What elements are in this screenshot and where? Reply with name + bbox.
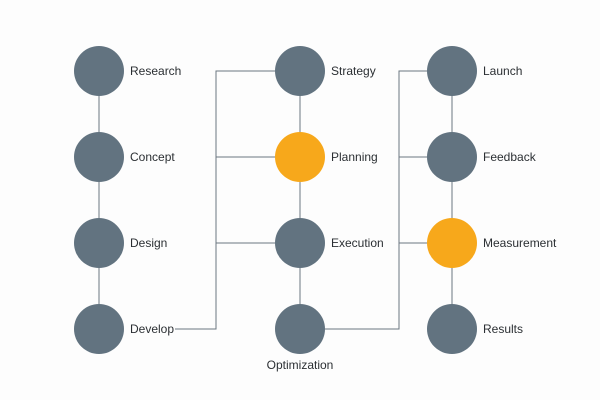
- node-strategy: [275, 46, 325, 96]
- connector-optimization-bus: [300, 70, 452, 330]
- node-research: [74, 46, 124, 96]
- label-strategy: Strategy: [331, 64, 376, 78]
- label-optimization: Optimization: [266, 358, 334, 372]
- node-concept: [74, 132, 124, 182]
- label-research: Research: [130, 64, 182, 78]
- node-launch: [427, 46, 477, 96]
- label-execution: Execution: [331, 236, 384, 250]
- node-results: [427, 304, 477, 354]
- label-measurement: Measurement: [483, 236, 557, 250]
- label-launch: Launch: [483, 64, 523, 78]
- node-planning: [275, 132, 325, 182]
- node-feedback: [427, 132, 477, 182]
- node-design: [74, 218, 124, 268]
- label-develop: Develop: [130, 322, 175, 336]
- node-develop: [74, 304, 124, 354]
- label-concept: Concept: [130, 150, 175, 164]
- label-feedback: Feedback: [483, 150, 536, 164]
- connector-develop-bus: [175, 70, 300, 330]
- label-results: Results: [483, 322, 524, 336]
- node-optimization: [275, 304, 325, 354]
- node-execution: [275, 218, 325, 268]
- node-measurement: [427, 218, 477, 268]
- label-planning: Planning: [331, 150, 378, 164]
- label-design: Design: [130, 236, 168, 250]
